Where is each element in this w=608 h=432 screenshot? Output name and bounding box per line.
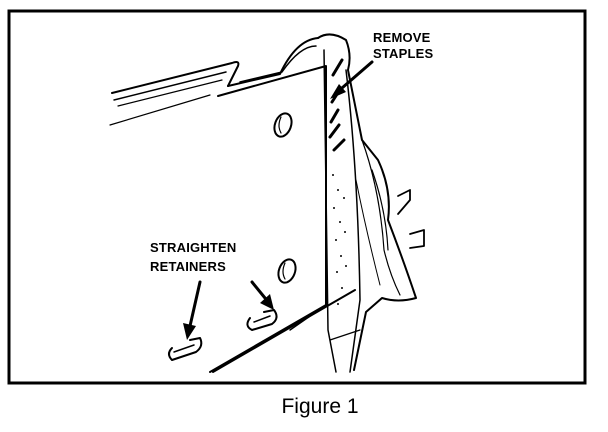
retainer-left xyxy=(168,337,203,361)
staple xyxy=(331,58,344,77)
figure-border xyxy=(7,9,587,385)
staples xyxy=(328,58,346,152)
straighten-retainers-label-line2: RETAINERS xyxy=(150,259,226,274)
bracket-marks xyxy=(397,189,425,249)
staple xyxy=(332,138,346,152)
remove-staples-arrow xyxy=(330,60,374,99)
figure-caption: Figure 1 xyxy=(281,395,358,418)
straighten-retainers-arrow-right xyxy=(250,280,274,310)
panel-top-rail xyxy=(109,37,319,126)
staple xyxy=(328,123,341,139)
staple xyxy=(329,108,340,124)
retainer-right xyxy=(246,309,278,331)
remove-staples-label-line1: REMOVE xyxy=(373,30,431,45)
panel-hole-lower xyxy=(277,258,297,284)
fabric-stipple xyxy=(332,174,347,305)
panel-hole-upper xyxy=(273,112,293,138)
straighten-retainers-arrow-left xyxy=(183,280,202,340)
straighten-retainers-label-line1: STRAIGHTEN xyxy=(150,240,237,255)
fabric-cover xyxy=(317,33,417,373)
remove-staples-label-line2: STAPLES xyxy=(373,46,434,61)
